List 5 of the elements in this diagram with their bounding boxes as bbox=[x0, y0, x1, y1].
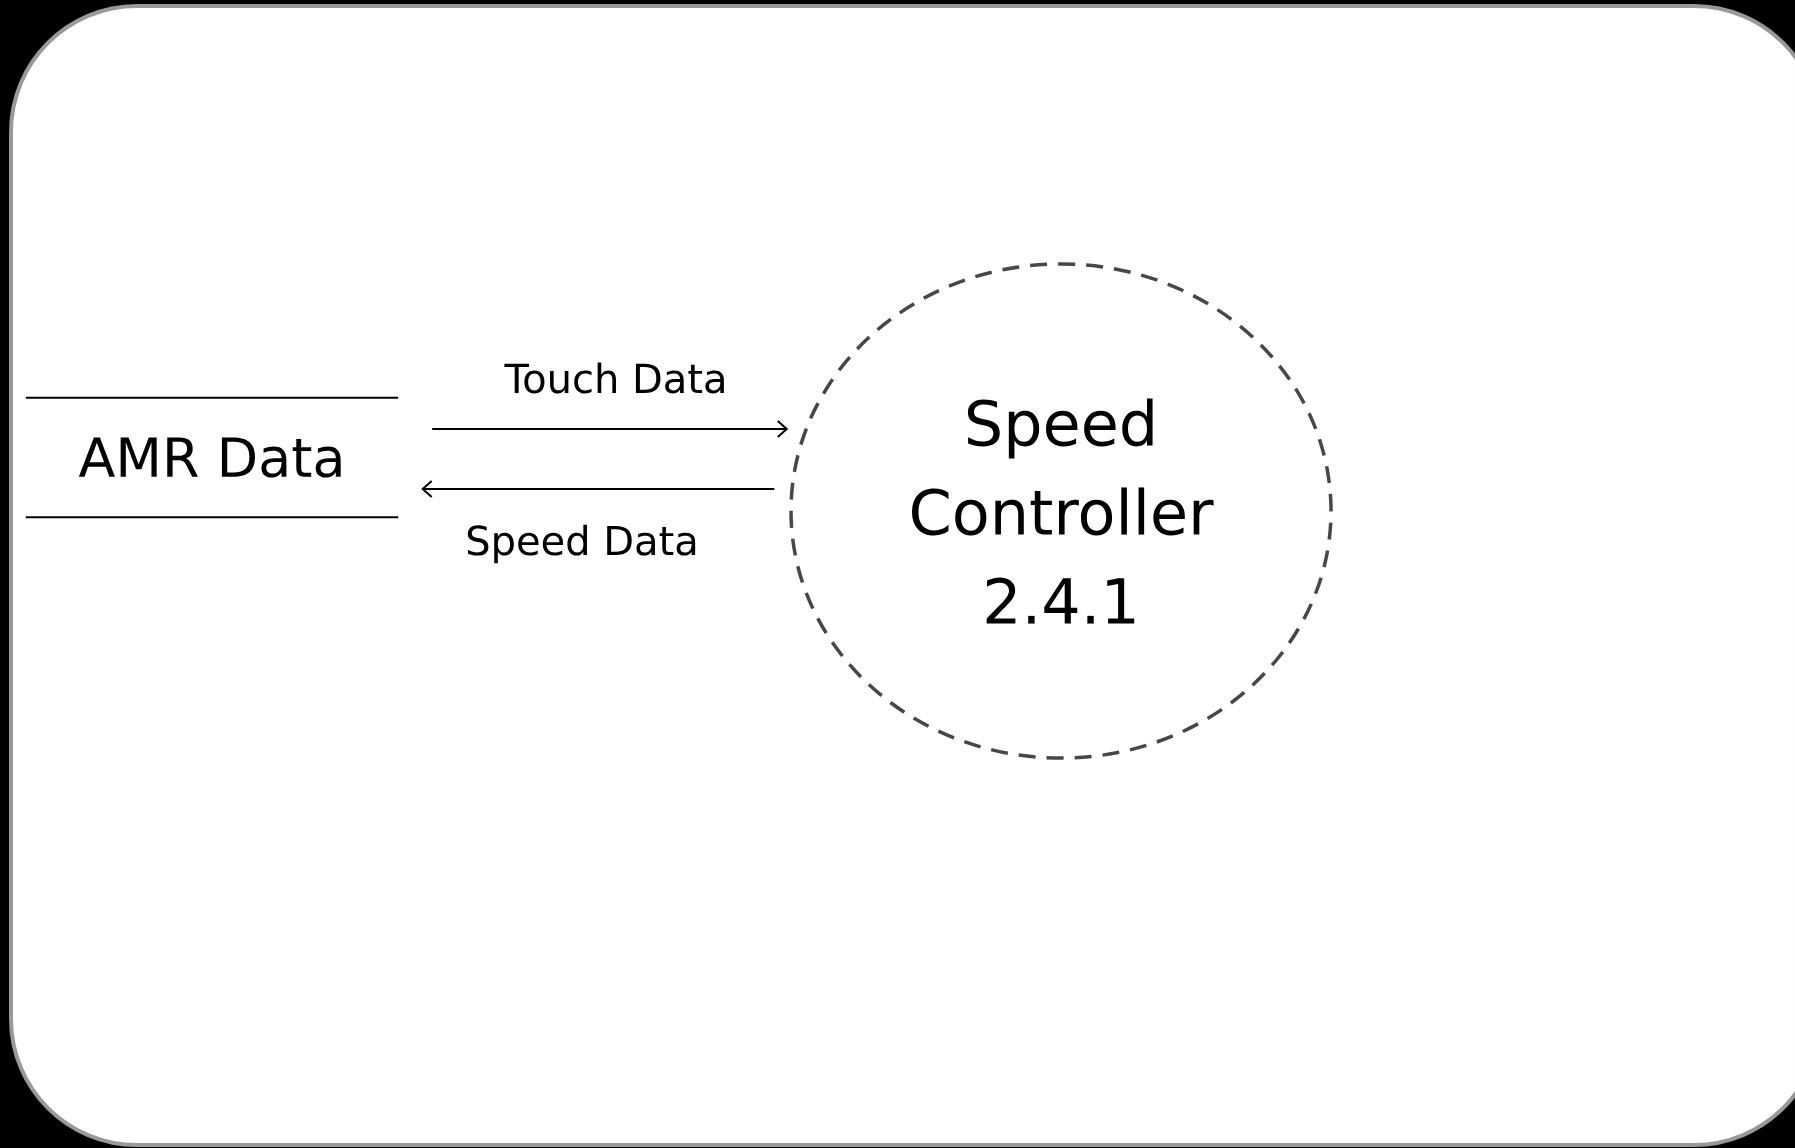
edge-label: Speed Data bbox=[464, 523, 700, 565]
arrow bbox=[431, 420, 789, 438]
edge-label: Touch Data bbox=[503, 361, 729, 395]
data-store: AMR Data bbox=[24, 396, 400, 519]
arrow bbox=[421, 480, 776, 498]
